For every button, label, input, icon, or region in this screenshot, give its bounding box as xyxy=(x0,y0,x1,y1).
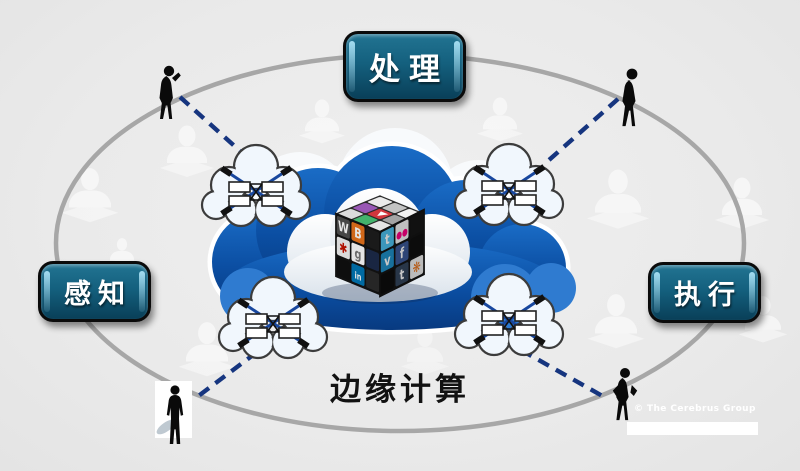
copyright-text: © The Cerebrus Group xyxy=(634,404,756,414)
cube-tile xyxy=(380,248,394,273)
cube-tile xyxy=(367,197,393,207)
cube-tile xyxy=(336,236,350,260)
node-execute: 执行 xyxy=(648,262,761,323)
cube-tile-glyph: ❋ xyxy=(413,256,421,277)
cube-tile-glyph: ▶ xyxy=(371,210,390,218)
node-execute-label: 执行 xyxy=(674,280,742,311)
node-process: 处理 xyxy=(343,31,466,102)
cube-tile xyxy=(410,254,424,280)
cube-tile-glyph: v xyxy=(384,250,390,270)
link-bottom-left xyxy=(191,350,259,402)
cube-tile xyxy=(380,226,394,252)
node-perceive: 感知 xyxy=(38,261,151,322)
person-bottom-left-icon xyxy=(155,381,192,444)
cube-tile xyxy=(395,219,409,244)
link-bottom-right xyxy=(519,348,608,400)
cube-tile-glyph: t xyxy=(385,229,390,248)
cube-tile xyxy=(366,227,380,251)
cube-tile xyxy=(382,203,407,213)
copyright-bar xyxy=(627,422,758,435)
person-top-left-icon xyxy=(159,65,181,119)
cube-tile-glyph: ✱ xyxy=(339,239,347,258)
cube-face-right: t ●● vft ❋ xyxy=(379,208,425,298)
cube-tile-glyph: B xyxy=(354,224,361,243)
diagram-title: 边缘计算 xyxy=(330,372,470,408)
cube-tile-glyph: W xyxy=(338,218,349,238)
dashed-links xyxy=(178,95,620,402)
cube-tile xyxy=(366,269,380,292)
link-top-right xyxy=(547,97,620,162)
link-top-left xyxy=(178,95,252,162)
cube-face-left: WB ✱ g in xyxy=(335,212,381,296)
node-perceive-label: 感知 xyxy=(64,279,132,310)
cube-tile xyxy=(366,248,380,272)
cube-tile xyxy=(353,203,378,213)
cube-tile-glyph: g xyxy=(355,245,362,264)
cube-tile xyxy=(367,209,393,219)
cube-tile xyxy=(410,212,424,237)
cube-tile xyxy=(351,263,365,286)
person-top-right-icon xyxy=(622,68,638,127)
cube-tile xyxy=(395,262,409,287)
cube-tile-glyph: f xyxy=(400,243,405,262)
edge-cloud-top-right xyxy=(453,142,565,227)
cube-tile-glyph: in xyxy=(355,269,362,283)
person-bottom-right-icon xyxy=(612,368,638,421)
cube-tile-glyph: t xyxy=(400,265,405,284)
cube-tile xyxy=(351,242,365,266)
cube-tile xyxy=(380,269,394,294)
cube-tile xyxy=(351,221,365,245)
cube-tile xyxy=(336,257,350,280)
cube-tile-glyph: ●● xyxy=(396,226,408,243)
cube-tile xyxy=(336,215,350,239)
cube-tile xyxy=(395,240,409,266)
cube-tile xyxy=(410,233,424,258)
node-process-label: 处理 xyxy=(369,52,449,88)
